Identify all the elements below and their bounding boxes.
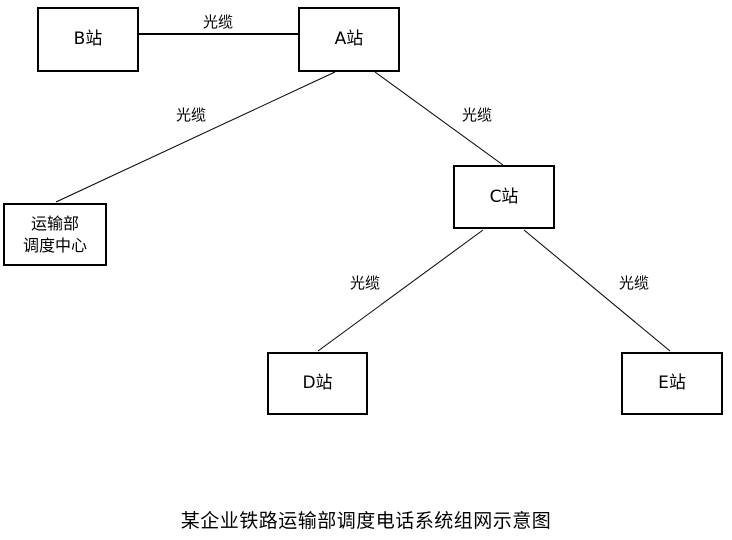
node-station-b-label: B站 — [73, 29, 103, 50]
node-station-d: D站 — [267, 352, 368, 415]
node-station-d-label: D站 — [302, 373, 333, 394]
node-dispatch-center: 运输部 调度中心 — [3, 203, 107, 266]
link-line-c-d — [317, 229, 484, 352]
node-dispatch-center-label: 运输部 调度中心 — [22, 213, 87, 255]
link-line-a-dispatch — [55, 71, 336, 203]
link-label-b-a: 光缆 — [203, 13, 234, 31]
diagram-caption: 某企业铁路运输部调度电话系统组网示意图 — [180, 510, 552, 532]
link-label-a-dispatch: 光缆 — [176, 106, 207, 124]
node-station-c-label: C站 — [489, 186, 519, 207]
link-label-c-d: 光缆 — [350, 274, 381, 292]
node-station-a: A站 — [298, 7, 400, 72]
link-label-a-c: 光缆 — [462, 106, 493, 124]
node-station-e: E站 — [621, 352, 723, 415]
node-station-a-label: A站 — [334, 29, 364, 50]
link-label-c-e: 光缆 — [619, 274, 650, 292]
node-station-e-label: E站 — [658, 373, 686, 394]
node-station-c: C站 — [453, 165, 555, 229]
node-station-b: B站 — [37, 7, 139, 72]
